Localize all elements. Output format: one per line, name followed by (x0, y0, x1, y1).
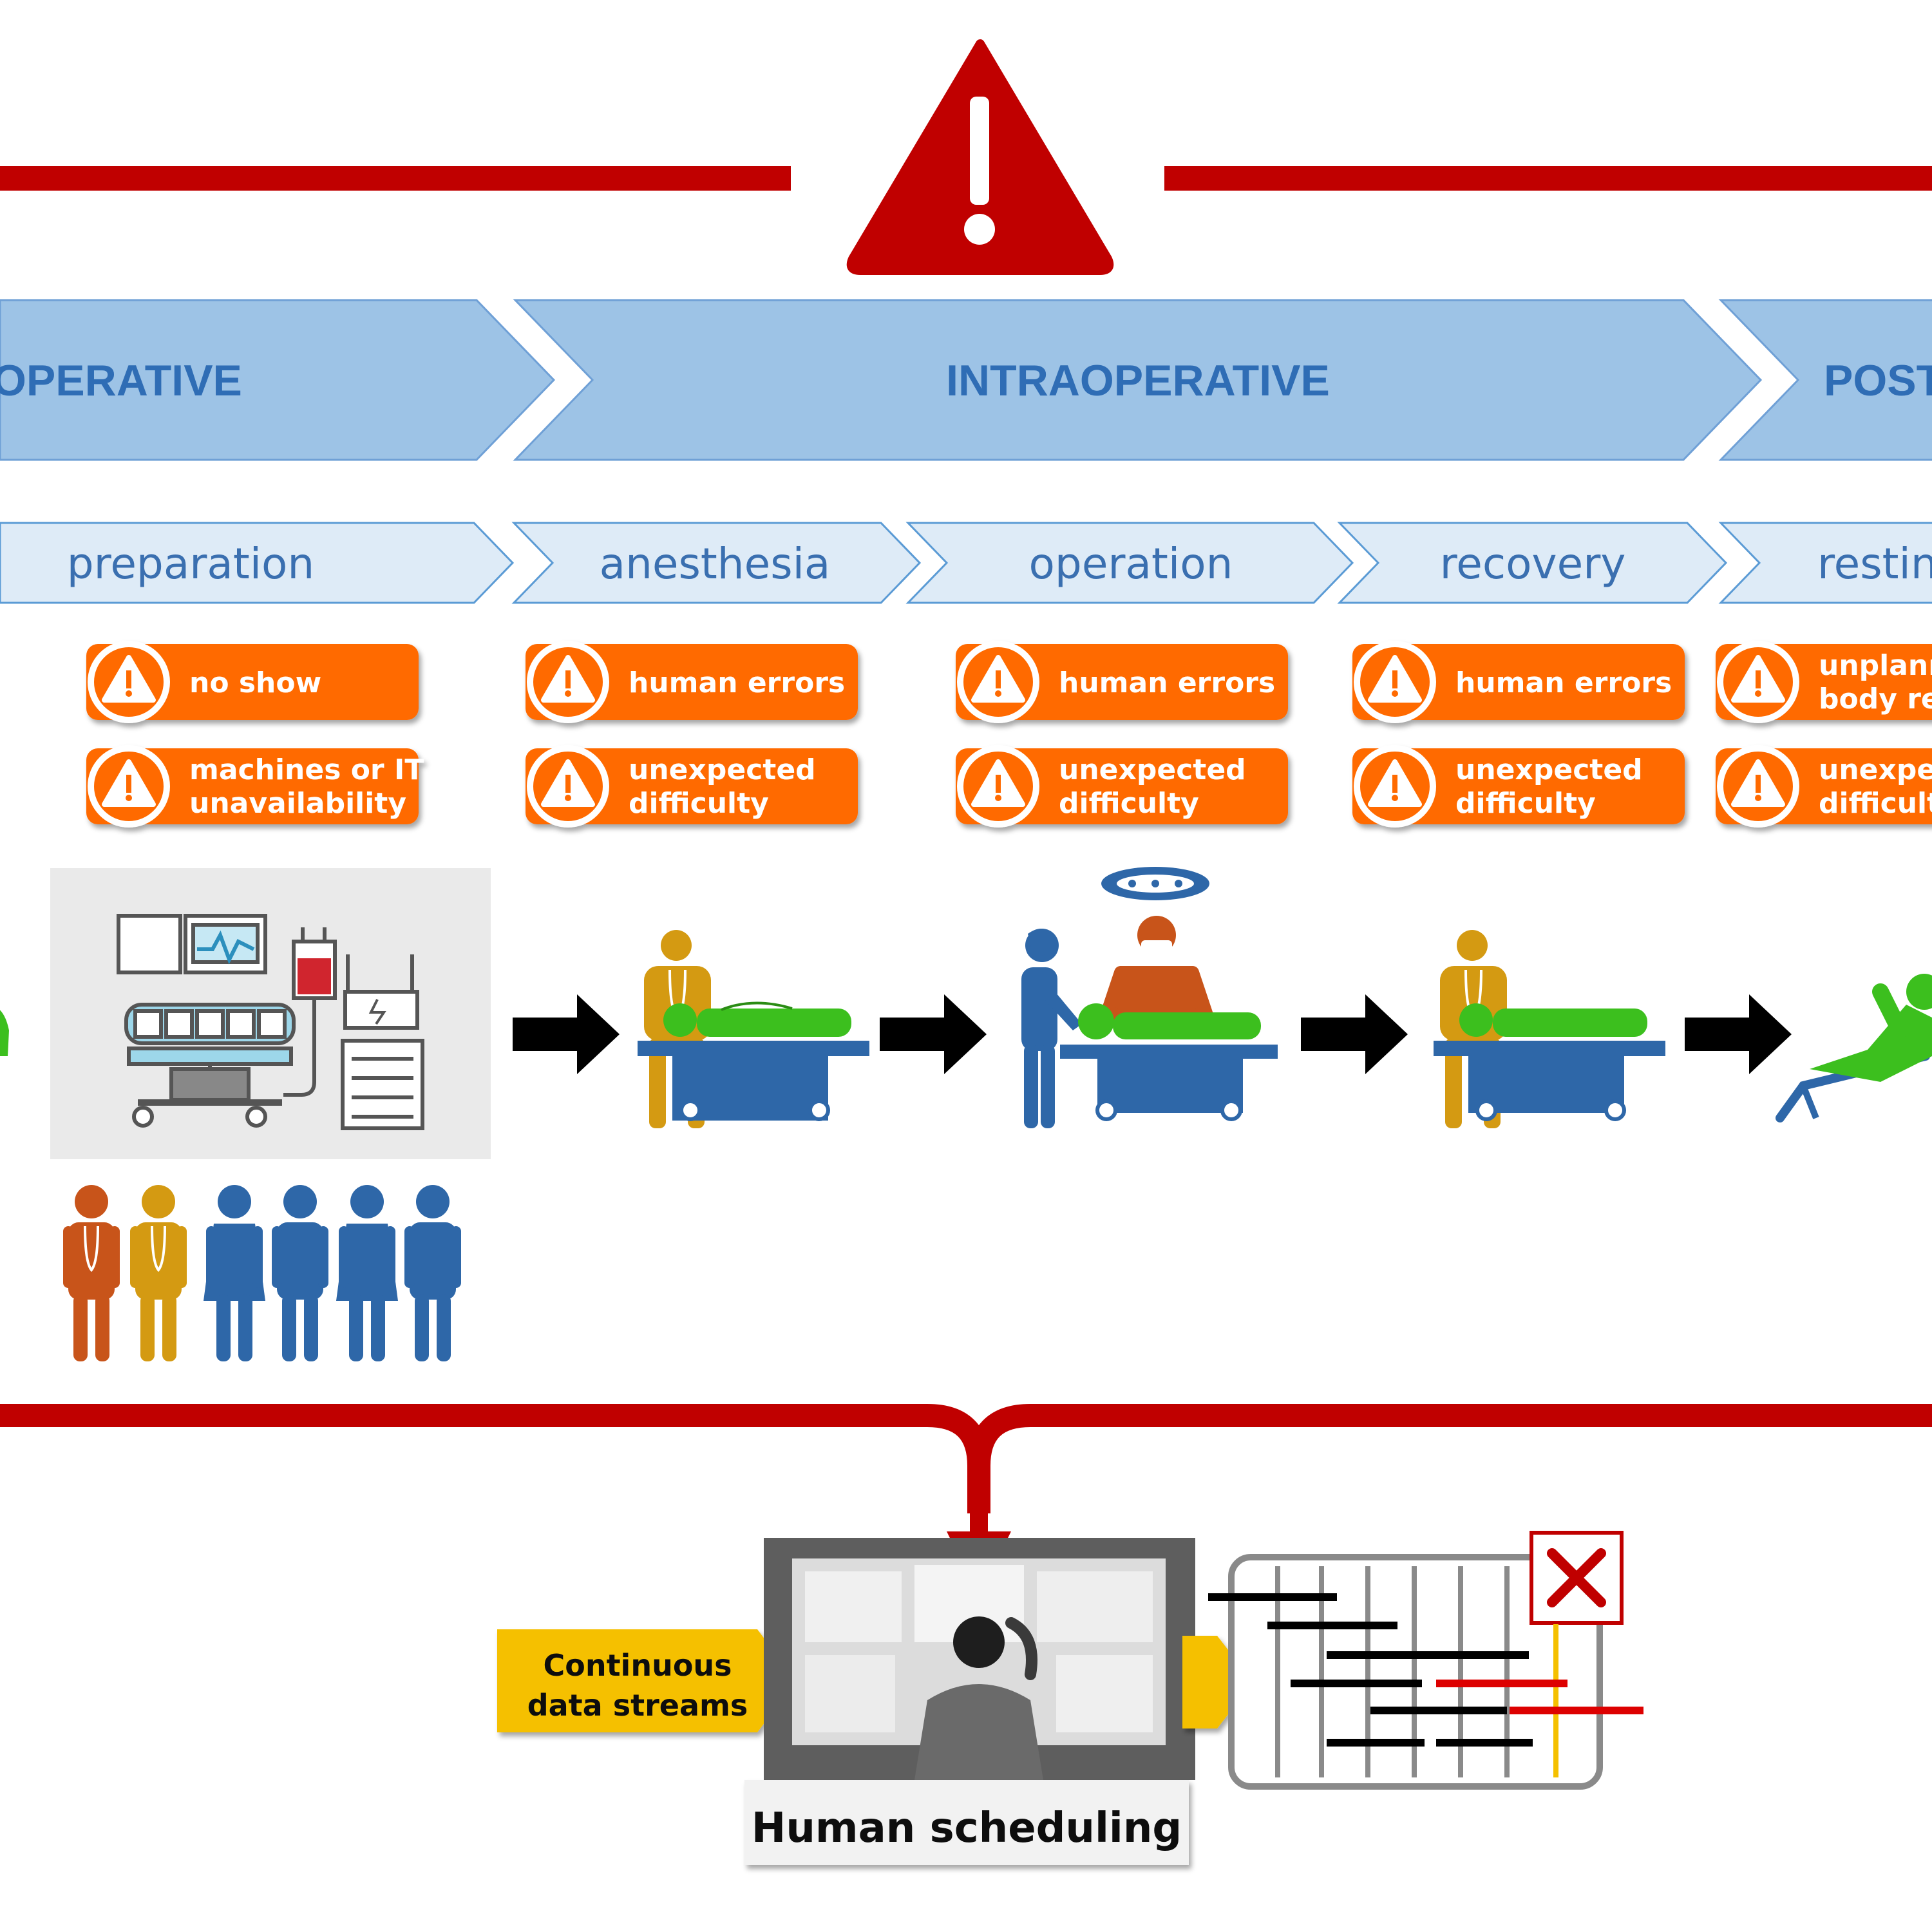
process-arrows (513, 994, 1792, 1074)
scheduling-photo (764, 1538, 1195, 1780)
risk-label: no show (189, 667, 321, 699)
risk-badge: unplannbody rea (1716, 641, 1932, 723)
step-label: anesthesia (600, 539, 831, 589)
recovery-scene (1434, 930, 1665, 1128)
warning-icon (957, 641, 1039, 723)
human-scheduling-label: Human scheduling (752, 1804, 1182, 1852)
risk-label: human errors (1455, 667, 1672, 699)
output-arrow (1182, 1636, 1253, 1728)
risk-label: difficult (1819, 787, 1932, 820)
stretcher-icon (1434, 1041, 1665, 1121)
step-chevron-recovery: recovery (1337, 522, 1728, 604)
risk-badge: unexpecdifficult (1716, 745, 1932, 828)
warning-icon (88, 641, 170, 723)
person-silhouette-icon (914, 1616, 1043, 1780)
risk-label: difficulty (1455, 787, 1596, 820)
nurse-icon (1021, 929, 1082, 1128)
risk-badge: no show (86, 641, 419, 723)
risk-label: machines or IT (189, 753, 424, 786)
data-streams-line-2: data streams (527, 1688, 748, 1723)
error-x-icon (1530, 1531, 1624, 1625)
step-label: operation (1029, 539, 1233, 589)
step-chevron-anesthesia: anesthesia (511, 522, 922, 604)
operating-table-icon (1060, 1045, 1278, 1121)
step-chevron-operation: operation (905, 522, 1354, 604)
doctor-icon (130, 1185, 187, 1361)
warning-icon (1717, 745, 1799, 828)
patient-relaxing-icon (1810, 974, 1932, 1082)
risk-label: difficulty (1059, 787, 1199, 820)
right-arrow-icon (1685, 994, 1792, 1074)
right-arrow-icon (880, 994, 987, 1074)
patient-partial-left-icon (0, 1010, 9, 1056)
staff-group (63, 1185, 461, 1361)
risk-badge: human errors (526, 641, 858, 723)
person-icon (272, 1185, 328, 1361)
anesthesia-scene (638, 930, 869, 1128)
operation-scene (1021, 867, 1278, 1128)
step-label: recovery (1440, 539, 1626, 589)
patient-lying-icon (1459, 1003, 1647, 1037)
risk-label: unexpec (1819, 753, 1932, 786)
surgical-lamp-icon (1101, 867, 1209, 900)
human-scheduling-label-box: Human scheduling (744, 1780, 1189, 1865)
operating-table-icon (638, 1041, 869, 1121)
warning-icon (1354, 641, 1436, 723)
surgeon-icon (1099, 916, 1214, 1024)
risk-badge: human errors (956, 641, 1288, 723)
phase-chevron-intraoperative: INTRAOPERATIVE (513, 299, 1763, 461)
step-label: preparation (67, 539, 315, 589)
risk-label: difficulty (629, 787, 769, 820)
risk-label: unexpected (1059, 753, 1246, 786)
risk-label: unexpected (1455, 753, 1643, 786)
risk-badge: human errors (1352, 641, 1685, 723)
right-arrow-icon (1301, 994, 1408, 1074)
person-icon (404, 1185, 461, 1361)
person-icon (204, 1185, 265, 1361)
person-icon (336, 1185, 398, 1361)
warning-icon (846, 39, 1114, 275)
risk-label: human errors (1059, 667, 1275, 699)
doctor-icon (63, 1185, 120, 1361)
patient-lying-icon (1078, 1003, 1261, 1039)
patient-lying-icon (663, 1001, 851, 1037)
step-label: resting (1817, 539, 1932, 589)
risk-label: human errors (629, 667, 845, 699)
resting-scene (1776, 974, 1932, 1122)
warning-icon (527, 641, 609, 723)
warning-icon (527, 745, 609, 828)
phase-label: POST (1824, 356, 1932, 405)
risk-label: unavailability (189, 787, 406, 820)
risk-label: unplann (1819, 649, 1932, 682)
phase-chevron-preoperative: OPERATIVE (0, 299, 556, 461)
equipment-illustration (50, 868, 491, 1159)
data-streams-line-1: Continuous (543, 1648, 732, 1683)
phase-label: INTRAOPERATIVE (946, 356, 1330, 405)
broken-schedule-icon (1208, 1531, 1643, 1790)
data-streams-arrow: Continuous data streams (497, 1629, 796, 1732)
top-alert-line (0, 166, 1932, 191)
warning-icon (88, 745, 170, 828)
step-chevron-preparation: preparation (0, 522, 515, 604)
warning-icon (1717, 641, 1799, 723)
risk-label: unexpected (629, 753, 816, 786)
risk-label: body rea (1819, 683, 1932, 715)
phase-label: OPERATIVE (0, 356, 242, 405)
step-chevron-resting: resting (1718, 522, 1932, 604)
phase-chevron-postoperative: POST (1718, 299, 1932, 461)
warning-icon (1354, 745, 1436, 828)
right-arrow-icon (513, 994, 620, 1074)
warning-icon (957, 745, 1039, 828)
